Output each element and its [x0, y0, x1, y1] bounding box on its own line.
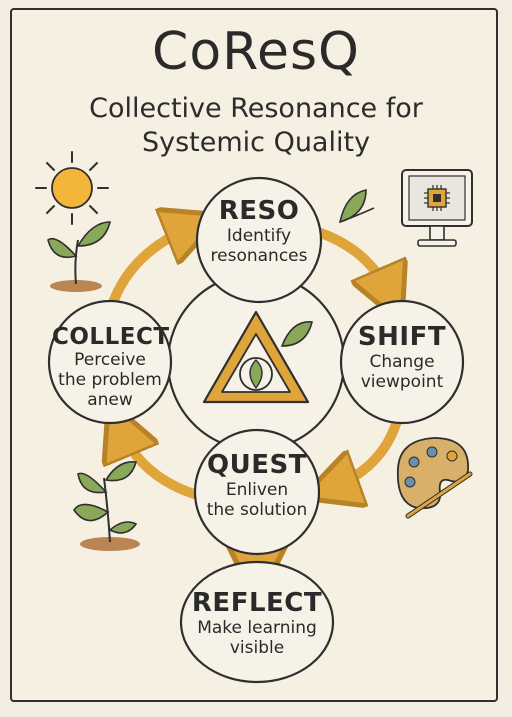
reflect-label: REFLECT Make learning visible — [187, 588, 327, 658]
subtitle-line-1: Collective Resonance for — [89, 93, 423, 124]
sun-icon — [35, 151, 109, 225]
reflect-desc-1: Make learning — [197, 618, 317, 638]
node-quest — [193, 428, 321, 556]
triangle-leaf-icon — [202, 310, 314, 404]
leaf-icon — [338, 189, 375, 224]
paint-palette-icon — [396, 437, 473, 519]
quest-desc-2: the solution — [206, 500, 308, 520]
subtitle-line-2: Systemic Quality — [141, 127, 371, 158]
quest-label: QUEST Enliven the solution — [197, 450, 317, 520]
arrow-reso-to-shift — [313, 227, 390, 296]
arrow-collect-to-reso — [109, 226, 194, 305]
collect-desc-2: the problem — [58, 370, 162, 390]
quest-name: QUEST — [207, 450, 307, 480]
collect-label: COLLECT Perceive the problem anew — [52, 324, 170, 410]
collect-desc-3: anew — [87, 390, 133, 410]
shift-desc-1: Change — [369, 352, 435, 372]
reso-name: RESO — [218, 196, 300, 226]
arrow-quest-to-collect — [120, 428, 199, 499]
quest-desc-1: Enliven — [225, 480, 289, 500]
reflect-name: REFLECT — [191, 588, 323, 618]
computer-chip-icon — [401, 169, 473, 247]
plant-icon — [73, 461, 140, 551]
reflect-desc-2: visible — [229, 638, 285, 658]
reso-desc-2: resonances — [210, 246, 308, 266]
poster-subtitle: Collective Resonance for Systemic Qualit… — [0, 92, 512, 160]
collect-desc-1: Perceive — [74, 350, 146, 370]
node-shift — [339, 299, 465, 425]
reso-label: RESO Identify resonances — [199, 196, 319, 266]
node-reflect — [179, 560, 335, 684]
arrow-shift-to-quest — [330, 419, 401, 488]
node-reso — [195, 176, 323, 304]
node-collect — [47, 299, 173, 425]
reso-desc-1: Identify — [226, 226, 292, 246]
poster-title: CoResQ — [152, 22, 360, 82]
shift-label: SHIFT Change viewpoint — [344, 322, 460, 392]
shift-desc-2: viewpoint — [360, 372, 444, 392]
plant-icon — [47, 221, 112, 292]
collect-name: COLLECT — [52, 324, 170, 350]
shift-name: SHIFT — [357, 322, 447, 352]
